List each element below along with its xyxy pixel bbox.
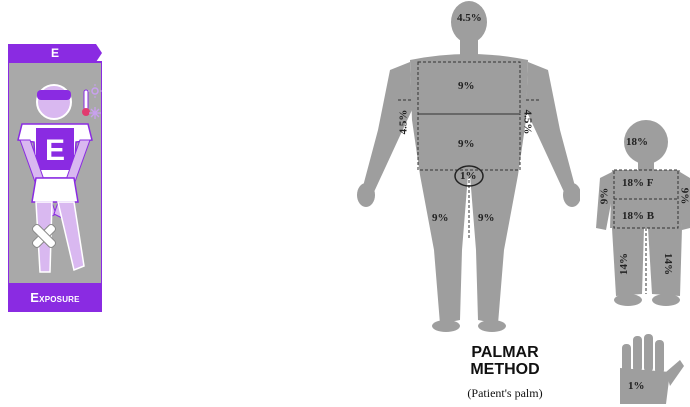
palmar-title-line1: PALMAR [432, 344, 578, 361]
footer-initial: E [30, 290, 39, 305]
sun-icon [88, 84, 102, 98]
shirt-letter: E [38, 134, 72, 168]
snowflake-icon [89, 107, 101, 119]
card-footer: EXPOSURE [8, 284, 102, 312]
adult-chest-label: 9% [458, 80, 475, 92]
hand-value-label: 1% [628, 380, 645, 392]
child-head-label: 18% [626, 136, 648, 148]
adult-right-leg-label: 9% [478, 212, 495, 224]
card-title: E [8, 44, 102, 62]
bandage-icon [30, 222, 58, 250]
child-left-arm-label: 9% [598, 188, 610, 205]
palmar-method-subtitle: (Patient's palm) [432, 386, 578, 401]
adult-right-arm-label: 4.5% [521, 110, 533, 135]
child-right-arm-label: 9% [678, 188, 690, 205]
adult-left-arm-label: 4.5% [397, 110, 409, 135]
hand-icon [604, 332, 684, 407]
palmar-title-line2: METHOD [432, 361, 578, 378]
child-back-trunk-label: 18% B [622, 210, 654, 222]
adult-head-label: 4.5% [457, 12, 482, 24]
child-right-leg-label: 14% [662, 253, 674, 275]
footer-rest: XPOSURE [39, 295, 80, 304]
exposure-card: E E EXPOSURE [8, 44, 102, 312]
adult-abdomen-label: 9% [458, 138, 475, 150]
child-front-trunk-label: 18% F [622, 177, 653, 189]
adult-perineum-label: 1% [460, 170, 477, 182]
palmar-method-title: PALMAR METHOD [432, 344, 578, 378]
adult-left-leg-label: 9% [432, 212, 449, 224]
child-left-leg-label: 14% [618, 253, 630, 275]
